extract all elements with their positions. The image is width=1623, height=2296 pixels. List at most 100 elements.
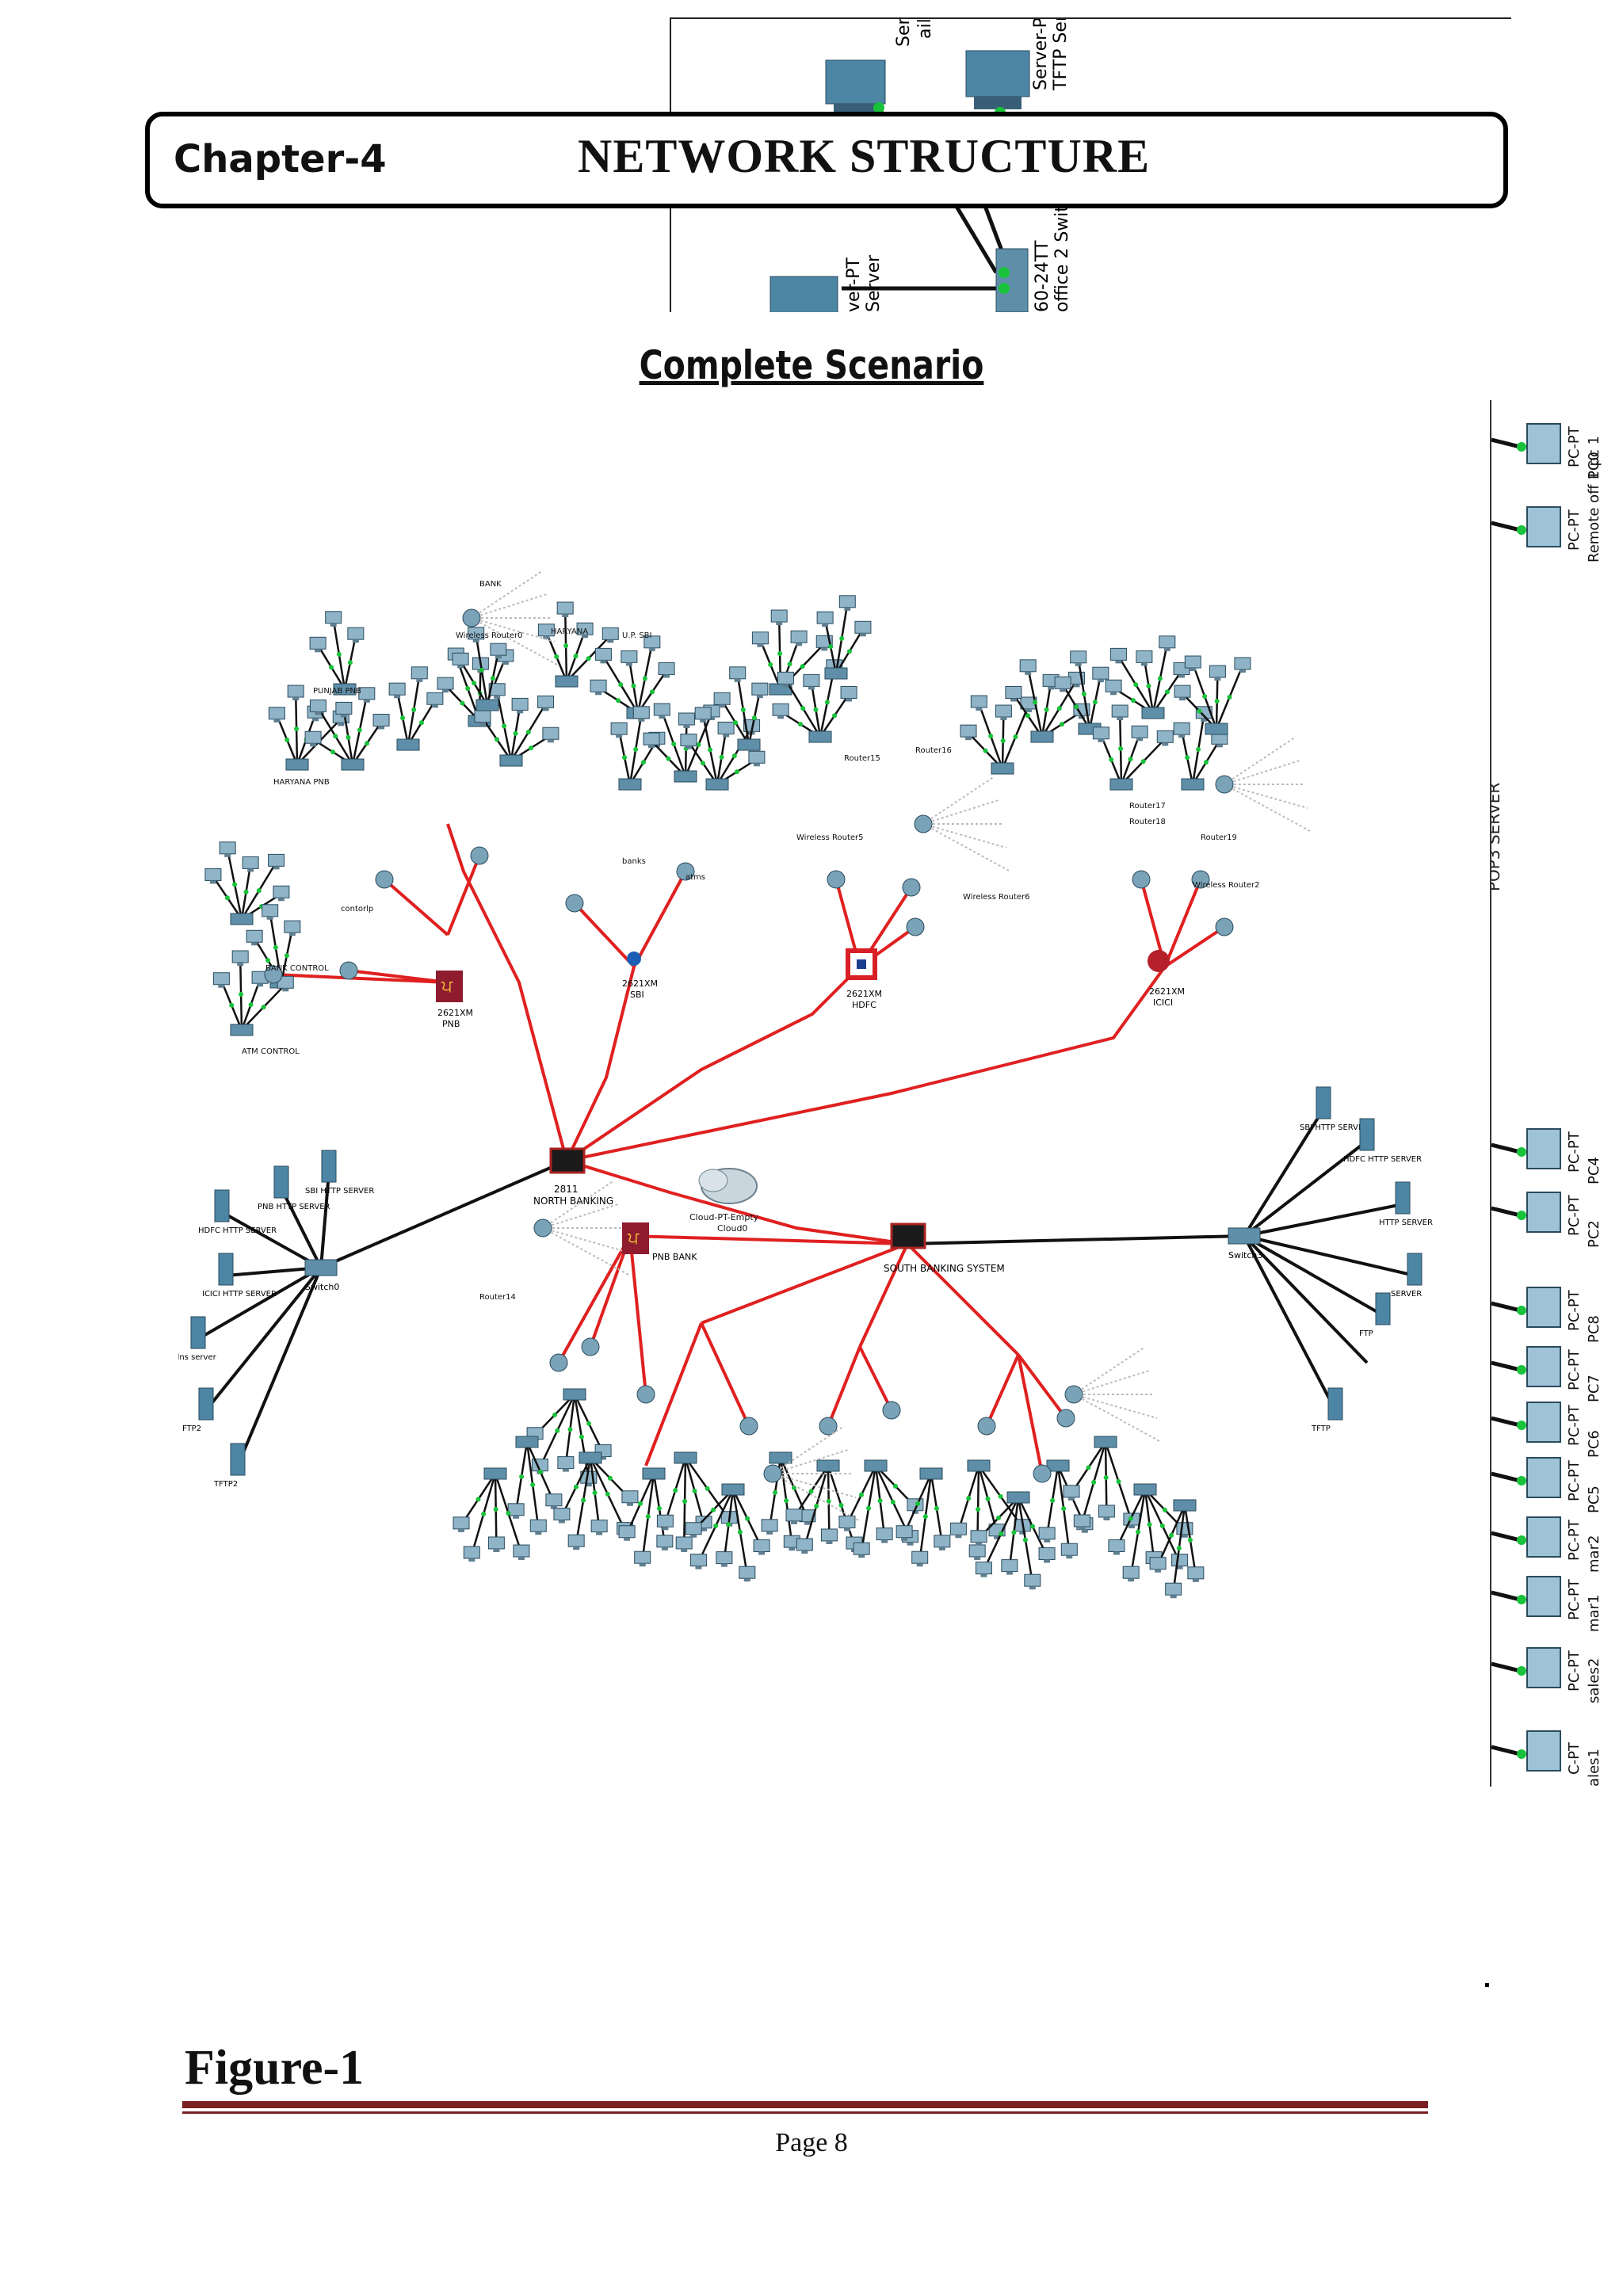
pc-label: PC-PT	[1566, 1459, 1583, 1501]
pc-icon	[388, 682, 406, 699]
switch-icon	[674, 1451, 697, 1464]
south-router-icon: SOUTH BANKING SYSTEM	[884, 1222, 1005, 1274]
server-icon	[965, 50, 1030, 109]
server-label: TFTP2	[213, 1480, 238, 1489]
pc-icon	[653, 703, 670, 719]
footer-rule-thin	[182, 2111, 1428, 2114]
switch-icon	[967, 1459, 991, 1472]
switch-icon	[721, 1483, 745, 1496]
pc-icon	[751, 631, 769, 647]
router-icon	[1132, 870, 1151, 889]
server-icon	[1359, 1118, 1375, 1151]
node-label: PUNJAB PNB	[313, 687, 361, 696]
pc-icon	[204, 868, 222, 884]
pc-label: PC4	[1586, 1157, 1602, 1184]
pc-icon	[1109, 647, 1127, 664]
pc-icon	[995, 704, 1012, 721]
switch-icon	[555, 675, 579, 688]
pc-icon	[273, 885, 290, 902]
node-label: Wireless Router0	[456, 631, 523, 640]
router-icon	[470, 846, 489, 865]
switch0-label: Switch0	[305, 1282, 339, 1292]
node-label: Wireless Router2	[1193, 881, 1260, 890]
pc-icon	[1092, 666, 1109, 683]
pc-icon	[411, 666, 428, 682]
node-label: BANK	[479, 580, 502, 589]
pc-icon	[1038, 1547, 1056, 1563]
pc-icon	[1001, 1559, 1018, 1575]
node-label: Wireless Router5	[796, 833, 864, 842]
switch-icon	[991, 762, 1014, 775]
pc-icon	[643, 732, 660, 749]
pc-icon	[1159, 635, 1176, 651]
pc-icon	[621, 650, 638, 666]
pc-icon	[739, 1566, 756, 1582]
server-icon	[1316, 1086, 1331, 1119]
pc-icon	[717, 721, 735, 738]
pc-icon	[785, 1508, 803, 1524]
pc-icon	[632, 706, 650, 722]
router-icon	[1033, 1464, 1052, 1483]
server-icon	[214, 1189, 230, 1222]
switch-icon	[285, 758, 309, 771]
pc-icon	[729, 666, 747, 682]
branch-clusters	[204, 570, 1312, 1599]
switch-icon	[864, 1459, 888, 1472]
pc-icon	[529, 1519, 547, 1535]
node-label: Router14	[479, 1293, 516, 1302]
node-label: Router17	[1129, 802, 1166, 810]
node-label: Router16	[915, 746, 952, 755]
pc-icon	[685, 1522, 702, 1538]
router-icon	[1064, 1385, 1083, 1404]
router-icon	[1215, 917, 1234, 936]
pop3-server-label: POP3 SERVER	[1491, 783, 1503, 891]
pc-icon	[1491, 1128, 1561, 1169]
switch-icon	[919, 1467, 943, 1480]
pc-icon	[231, 950, 249, 967]
pc-icon	[634, 1550, 651, 1567]
pc-icon	[511, 697, 529, 714]
node-label: U.P. SBI	[622, 631, 652, 640]
switch-icon	[1181, 778, 1205, 791]
pc-icon	[796, 1538, 813, 1554]
server-label: TFTP Server	[1051, 19, 1071, 91]
pc-icon	[246, 929, 263, 946]
pc-icon	[557, 1456, 575, 1472]
pc-icon	[1122, 1566, 1140, 1582]
pc-icon	[1098, 1505, 1115, 1520]
router-icon	[1215, 775, 1234, 794]
pc-icon	[594, 647, 612, 664]
pc-icon	[1491, 1402, 1561, 1443]
pc-icon	[287, 685, 304, 701]
router-icon	[906, 917, 925, 936]
server-label: FTP2	[182, 1425, 201, 1433]
pc-icon	[590, 679, 607, 696]
chapter-label: Chapter-4	[174, 137, 387, 181]
pc-icon	[268, 707, 285, 723]
router-icon	[676, 862, 695, 881]
pc-icon	[675, 1536, 693, 1552]
pc-icon	[567, 1534, 585, 1550]
server-label: HDFC HTTP SERVER	[1343, 1155, 1422, 1164]
switch-icon	[341, 758, 365, 771]
pc-icon	[277, 975, 294, 992]
pc-icon	[777, 671, 794, 688]
router-icon	[565, 894, 584, 913]
pc-icon	[1108, 1539, 1125, 1555]
pc-icon	[618, 1525, 636, 1541]
pc-icon	[325, 611, 342, 627]
pc-icon	[790, 630, 808, 646]
server-icon	[218, 1253, 234, 1286]
pc-icon	[1063, 1485, 1080, 1501]
switch-label: office 2 Switc	[1052, 196, 1072, 312]
pc-icon	[1491, 1287, 1561, 1328]
pc-icon	[770, 609, 788, 626]
server-label: SBI HTTP SERVER	[305, 1187, 374, 1196]
node-label: Router18	[1129, 818, 1166, 826]
switch-icon	[769, 1451, 792, 1464]
pc-icon	[513, 1544, 530, 1561]
pc-icon	[949, 1522, 967, 1539]
pc-label: PC-PT	[1566, 1348, 1583, 1390]
pc-icon	[1165, 1582, 1182, 1599]
